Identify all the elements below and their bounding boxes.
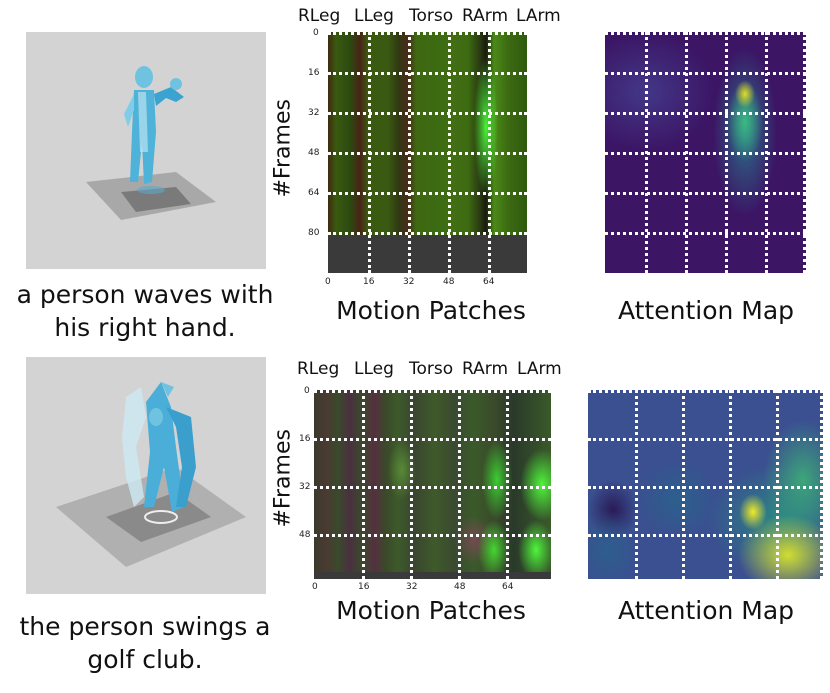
attention-heatmap-1 xyxy=(605,32,806,273)
golf-swing-figure-render xyxy=(56,382,246,567)
y-axis-title: #Frames xyxy=(270,99,296,198)
attention-map-label-2: Attention Map xyxy=(617,596,795,625)
part-label-lleg: LLeg xyxy=(354,6,394,26)
caption-1: a person waves with his right hand. xyxy=(16,280,274,342)
waving-figure-render xyxy=(86,66,216,220)
motion-patches-heatmap-2 xyxy=(314,390,551,579)
motion-render-2 xyxy=(26,357,266,594)
part-label-rleg: RLeg xyxy=(297,359,340,379)
part-label-lleg: LLeg xyxy=(354,359,394,379)
part-label-rarm: RArm xyxy=(462,6,509,26)
part-label-larm: LArm xyxy=(516,6,561,26)
x-tick: 64 xyxy=(483,277,495,287)
motion-patches-heatmap-1 xyxy=(328,32,527,273)
part-label-larm: LArm xyxy=(517,359,562,379)
part-label-rarm: RArm xyxy=(462,359,509,379)
y-tick: 32 xyxy=(299,482,311,492)
y-axis-title: #Frames xyxy=(270,429,296,528)
motion-patches-label-2: Motion Patches xyxy=(336,596,526,625)
x-tick: 64 xyxy=(502,582,514,592)
y-tick: 0 xyxy=(304,386,310,396)
part-label-torso: Torso xyxy=(409,359,454,379)
y-tick: 16 xyxy=(308,68,320,78)
part-label-rleg: RLeg xyxy=(298,6,341,26)
y-tick: 16 xyxy=(299,434,311,444)
caption-2: the person swings a golf club. xyxy=(19,612,271,674)
x-tick: 48 xyxy=(454,582,466,592)
x-tick: 32 xyxy=(406,582,418,592)
y-tick: 48 xyxy=(308,148,320,158)
attention-map-label-1: Attention Map xyxy=(617,296,795,325)
x-tick: 0 xyxy=(312,582,318,592)
x-tick: 32 xyxy=(403,277,415,287)
part-label-torso: Torso xyxy=(409,6,454,26)
x-tick: 16 xyxy=(363,277,375,287)
x-tick: 0 xyxy=(325,277,331,287)
y-tick: 80 xyxy=(308,228,320,238)
motion-patches-label-1: Motion Patches xyxy=(336,296,526,325)
y-tick: 0 xyxy=(313,28,319,38)
y-tick: 64 xyxy=(308,188,320,198)
x-tick: 48 xyxy=(443,277,455,287)
x-tick: 16 xyxy=(358,582,370,592)
y-tick: 48 xyxy=(299,530,311,540)
motion-render-1 xyxy=(26,32,266,269)
attention-heatmap-2 xyxy=(588,390,823,579)
y-tick: 32 xyxy=(308,108,320,118)
